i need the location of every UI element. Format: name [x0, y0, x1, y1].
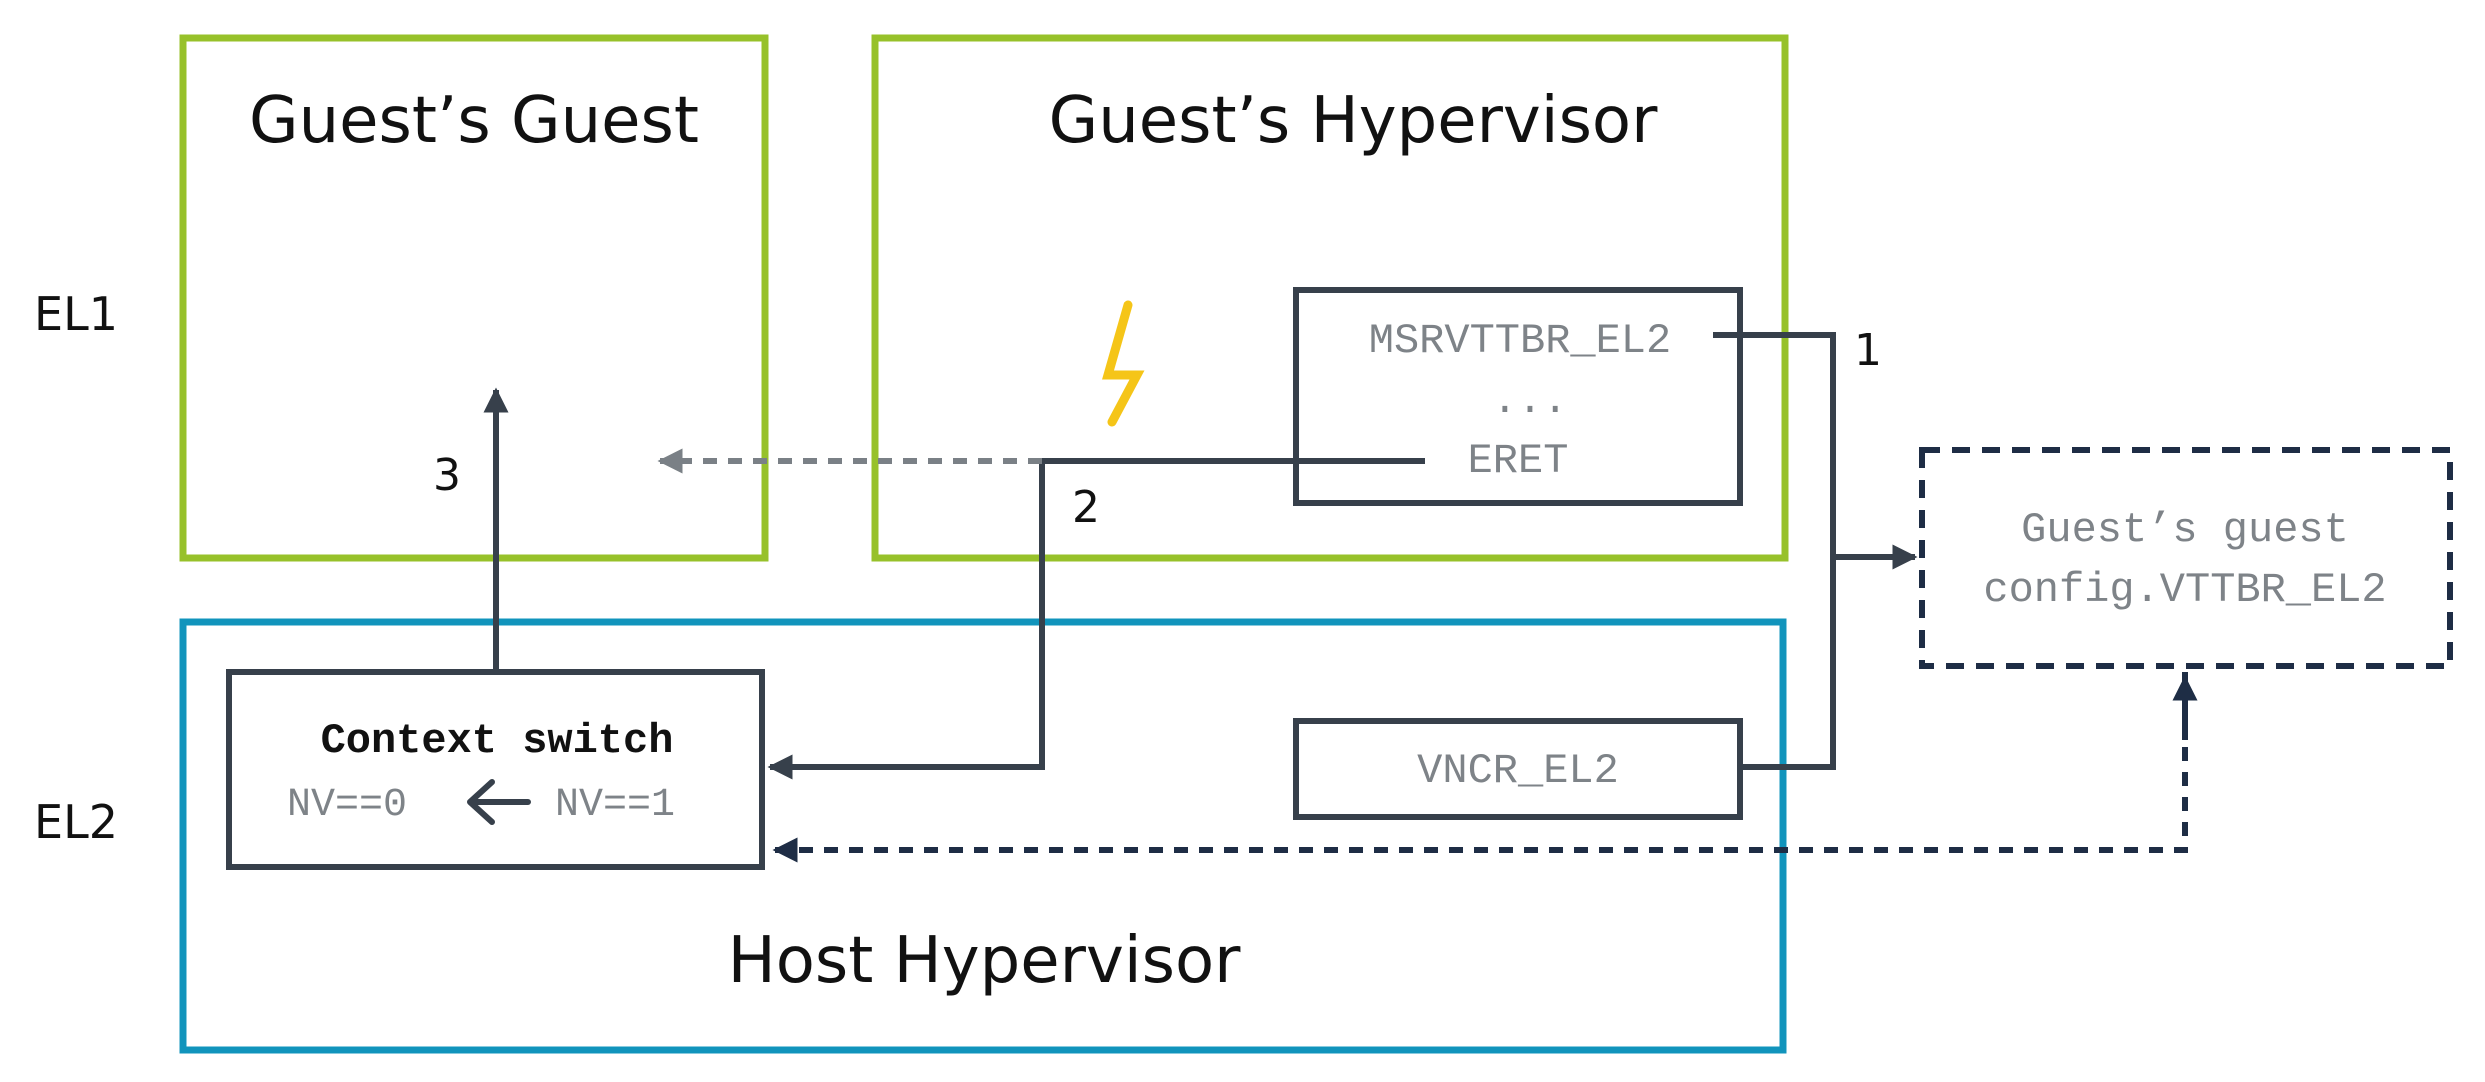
vncr-connector [1740, 557, 1836, 770]
guests-hypervisor-box [871, 34, 1789, 562]
guests-guest-title: Guest’s Guest [249, 84, 699, 158]
el1-label: EL1 [34, 287, 118, 341]
vncr-el2-label: VNCR_EL2 [1417, 747, 1619, 795]
guests-guest-box [179, 34, 769, 562]
guest-config-line1: Guest’s guest [2021, 506, 2349, 554]
msr-connector [1713, 332, 1836, 557]
eret-instruction: ERET [1468, 437, 1569, 485]
nv-zero-label: NV==0 [287, 783, 407, 828]
context-switch-title: Context switch [321, 717, 674, 765]
lightning-bolt-icon [1102, 300, 1145, 427]
nv-one-label: NV==1 [555, 783, 675, 828]
step-2-label: 2 [1072, 482, 1100, 533]
eret-trap-arrow [767, 458, 1425, 780]
guest-config-box [1919, 447, 2453, 669]
context-switch-box [226, 669, 765, 870]
host-hypervisor-box [179, 618, 1787, 1054]
left-arrow-icon [467, 779, 531, 825]
step-3-label: 3 [433, 450, 461, 501]
el2-label: EL2 [34, 795, 118, 849]
guest-config-line2: config.VTTBR_EL2 [1983, 566, 2386, 614]
ellipsis-instruction: ... [1492, 377, 1568, 425]
host-hypervisor-title: Host Hypervisor [728, 924, 1242, 998]
code-block-box [1293, 287, 1743, 506]
msr-vttbr-instruction: MSRVTTBR_EL2 [1369, 317, 1671, 365]
step-1-label: 1 [1854, 325, 1882, 376]
guests-hypervisor-title: Guest’s Hypervisor [1049, 84, 1658, 158]
